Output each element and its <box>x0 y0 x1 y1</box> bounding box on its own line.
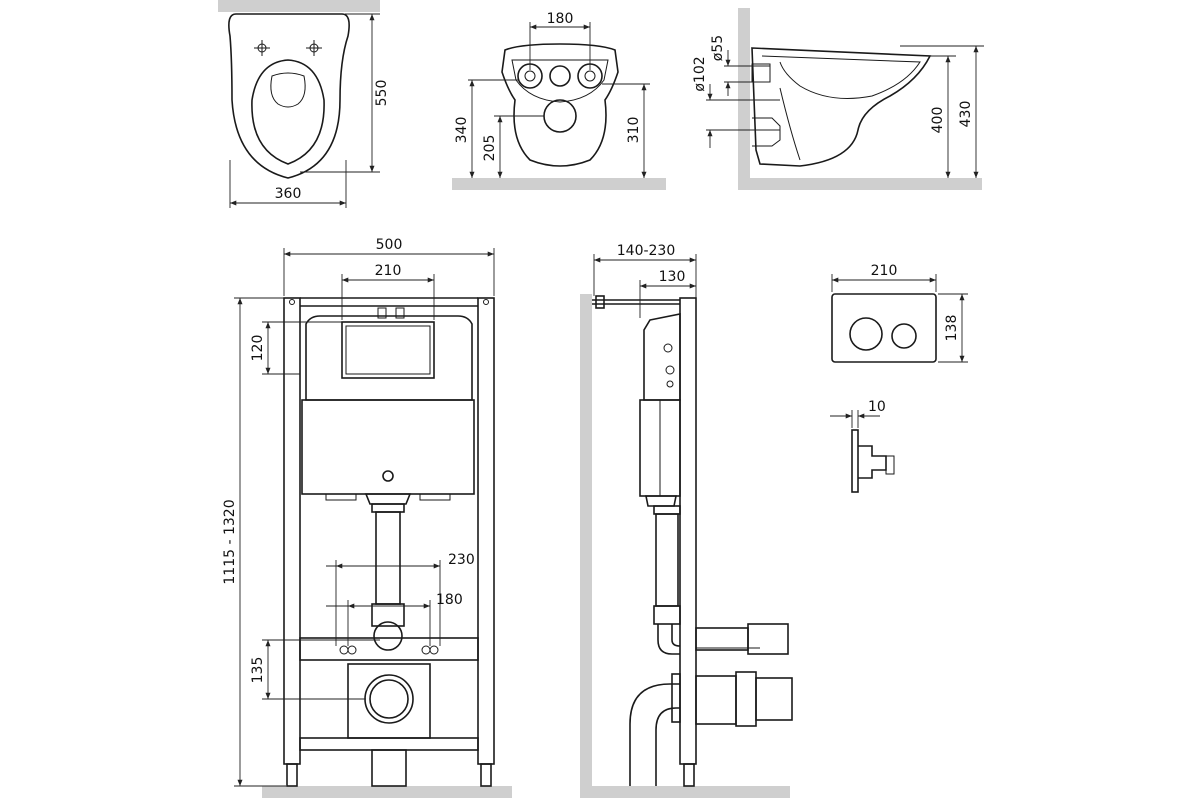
dim-plate-width: 210 <box>871 263 898 279</box>
dim-stud-180: 180 <box>436 592 463 608</box>
bowl-side-view: ø55 ø102 400 430 <box>692 8 984 190</box>
dim-depth-range: 140-230 <box>617 243 676 259</box>
dim-bowl-width: 360 <box>275 186 302 202</box>
dim-inlet-height: 310 <box>626 117 642 144</box>
dim-height-400: 400 <box>930 107 946 134</box>
bowl-top-view: 360 550 <box>218 0 390 208</box>
dim-bowl-length: 550 <box>374 80 390 107</box>
dim-plate-thickness: 10 <box>868 399 886 415</box>
frame-side-view: 140-230 130 <box>580 243 793 798</box>
crosshair-left-icon <box>254 40 270 56</box>
dim-stud-230: 230 <box>448 552 475 568</box>
dim-height-range: 1115 - 1320 <box>222 499 238 584</box>
bowl-rear-view: 180 340 205 310 <box>452 11 666 190</box>
dim-outlet-height: 205 <box>482 135 498 162</box>
dim-frame-width: 500 <box>376 237 403 253</box>
dim-pipe-diameter: ø55 <box>710 35 726 61</box>
dim-height-430: 430 <box>958 101 974 128</box>
dim-outlet-diameter: ø102 <box>692 56 708 91</box>
dim-fix-height: 340 <box>454 117 470 144</box>
dim-panel-offset: 120 <box>250 335 266 362</box>
crosshair-right-icon <box>306 40 322 56</box>
dim-depth: 130 <box>659 269 686 285</box>
dim-plate-height: 138 <box>944 315 960 342</box>
dim-panel-width: 210 <box>375 263 402 279</box>
frame-front-view: 500 210 120 1115 - 1320 230 180 135 <box>222 237 512 798</box>
large-flush-button-icon <box>849 317 883 351</box>
flush-plate-view: 210 138 10 <box>830 263 968 493</box>
dim-hole-spacing: 180 <box>547 11 574 27</box>
dim-outlet-135: 135 <box>250 657 266 684</box>
small-flush-button-icon <box>891 323 917 349</box>
